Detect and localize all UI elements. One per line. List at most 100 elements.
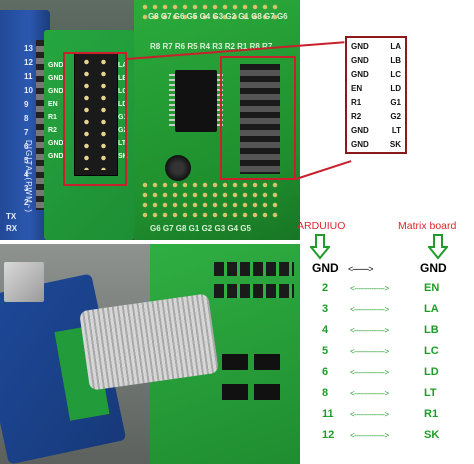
- mapping-header-arrow: <-------->: [348, 264, 373, 274]
- arduino-pin-label: 4: [24, 170, 29, 179]
- pin-label-left: EN: [351, 84, 363, 93]
- arduino-pin-label: 10: [24, 86, 33, 95]
- arduino-pin-label: 11: [24, 72, 33, 81]
- arduino-silk-tx: TX: [6, 212, 17, 221]
- highlight-box-adapter: [63, 52, 127, 186]
- pin-label-right: LT: [391, 126, 401, 135]
- led-row: [214, 284, 294, 298]
- pin-label-right: LC: [390, 70, 401, 79]
- mapping-header-left: GND: [312, 261, 339, 275]
- mapping-arduino-pin: 3: [322, 303, 329, 315]
- adapter-label-right: LD: [118, 101, 128, 108]
- mapping-arrow: <-------------->: [350, 368, 389, 377]
- mapping-arrow: <-------------->: [350, 431, 389, 440]
- pin-label-row: GND SK: [351, 138, 401, 152]
- pin-label-left: GND: [351, 126, 369, 135]
- arduino-pin-label: 5: [24, 156, 29, 165]
- adapter-label-left: GND: [48, 88, 64, 95]
- chip: [254, 354, 280, 370]
- adapter-label-left: GND: [48, 140, 64, 147]
- bottom-photo-ribbon-cable: [0, 244, 300, 464]
- adapter-label-left: R2: [48, 127, 57, 134]
- pin-label-row: GND LB: [351, 54, 401, 68]
- chip: [222, 354, 248, 370]
- pin-label-left: GND: [351, 42, 369, 51]
- led-row: [214, 262, 294, 276]
- adapter-label-right: G2: [118, 127, 128, 134]
- mapping-matrix-pin: LT: [424, 387, 437, 399]
- arduino-silk-digital: DIGITAL(PWM~): [24, 140, 33, 214]
- mapping-arduino-pin: 4: [322, 324, 329, 336]
- adapter-label-right: LC: [118, 88, 128, 95]
- mapping-title-matrix: Matrix board: [398, 220, 457, 232]
- adapter-label-right: LT: [118, 140, 127, 147]
- mapping-arrow: <-------------->: [350, 326, 389, 335]
- pin-label-right: LB: [390, 56, 401, 65]
- mapping-arrow: <-------------->: [350, 284, 389, 293]
- mapping-header-right: GND: [420, 261, 447, 275]
- crystal-component: [165, 155, 191, 181]
- arduino-pin-label: 9: [24, 100, 29, 109]
- down-arrow-icon: [310, 234, 330, 260]
- mapping-arduino-pin: 12: [322, 429, 335, 441]
- pin-label-row: EN LD: [351, 82, 401, 96]
- mapping-matrix-pin: LB: [424, 324, 439, 336]
- pin-label-left: GND: [351, 70, 369, 79]
- arduino-pin-label: 12: [24, 58, 33, 67]
- arduino-silk-rx: RX: [6, 224, 18, 233]
- arduino-pin-label: 7: [24, 128, 29, 137]
- pcb-holes-bottom: [140, 180, 280, 220]
- adapter-pin-grid: [78, 56, 112, 170]
- chip: [254, 384, 280, 400]
- mapping-arduino-pin: 5: [322, 345, 329, 357]
- highlight-box-matrix: [220, 56, 296, 180]
- adapter-label-left: GND: [48, 75, 64, 82]
- mapping-arduino-pin: 11: [322, 408, 334, 420]
- pin-label-right: G2: [390, 112, 401, 121]
- down-arrow-icon: [428, 234, 448, 260]
- mapping-arrow: <-------------->: [350, 410, 389, 419]
- board-silk-row: R8 R7 R6 R5 R4 R3 R2 R1 R8 R7: [150, 42, 273, 51]
- pin-label-row: R2 G2: [351, 110, 401, 124]
- pin-label-right: LD: [390, 84, 401, 93]
- pin-label-left: GND: [351, 140, 369, 149]
- mapping-matrix-pin: LA: [424, 303, 439, 315]
- pin-label-left: R2: [351, 112, 362, 121]
- mapping-matrix-pin: LC: [424, 345, 439, 357]
- arduino-pin-label: 3: [24, 184, 29, 193]
- pin-label-left: GND: [351, 56, 369, 65]
- arduino-pin-label: 13: [24, 44, 33, 53]
- arduino-pin-label: 2: [24, 198, 29, 207]
- adapter-label-right: LB: [118, 75, 128, 82]
- pin-label-row: GND LT: [351, 124, 401, 138]
- mapping-arduino-pin: 6: [322, 366, 329, 378]
- pcb-holes-top: [140, 2, 280, 22]
- mapping-matrix-pin: LD: [424, 366, 439, 378]
- mapping-matrix-pin: R1: [424, 408, 439, 420]
- adapter-label-right: SK: [118, 153, 128, 160]
- chip: [222, 384, 248, 400]
- arduino-pin-label: 8: [24, 114, 29, 123]
- mapping-matrix-pin: EN: [424, 282, 440, 294]
- mapping-arrow: <-------------->: [350, 305, 389, 314]
- board-silk-top: G8 G7 G6 G5 G4 G3 G2 G1 G8 G7 G6: [148, 12, 288, 21]
- mapping-matrix-pin: SK: [424, 429, 440, 441]
- pin-label-right: SK: [389, 140, 401, 149]
- mapping-arduino-pin: 2: [322, 282, 329, 294]
- ic-chip: [169, 70, 223, 132]
- usb-port: [4, 262, 44, 302]
- top-photo-arduino-adapter: DIGITAL(PWM~) 13 12 11 10 9 8 7 6 5 4 3 2 TX RX GND…: [0, 0, 300, 240]
- adapter-label-left: EN: [48, 101, 58, 108]
- matrix-board-header: [240, 64, 280, 174]
- pin-label-row: GND LC: [351, 68, 401, 82]
- pin-label-left: R1: [351, 98, 362, 107]
- arduino-pin-label: 6: [24, 142, 29, 151]
- mapping-arrow: <-------------->: [350, 347, 389, 356]
- mapping-title-arduino: ARDUIUO: [297, 220, 346, 232]
- adapter-label-left: R1: [48, 114, 57, 121]
- mapping-arduino-pin: 8: [322, 387, 329, 399]
